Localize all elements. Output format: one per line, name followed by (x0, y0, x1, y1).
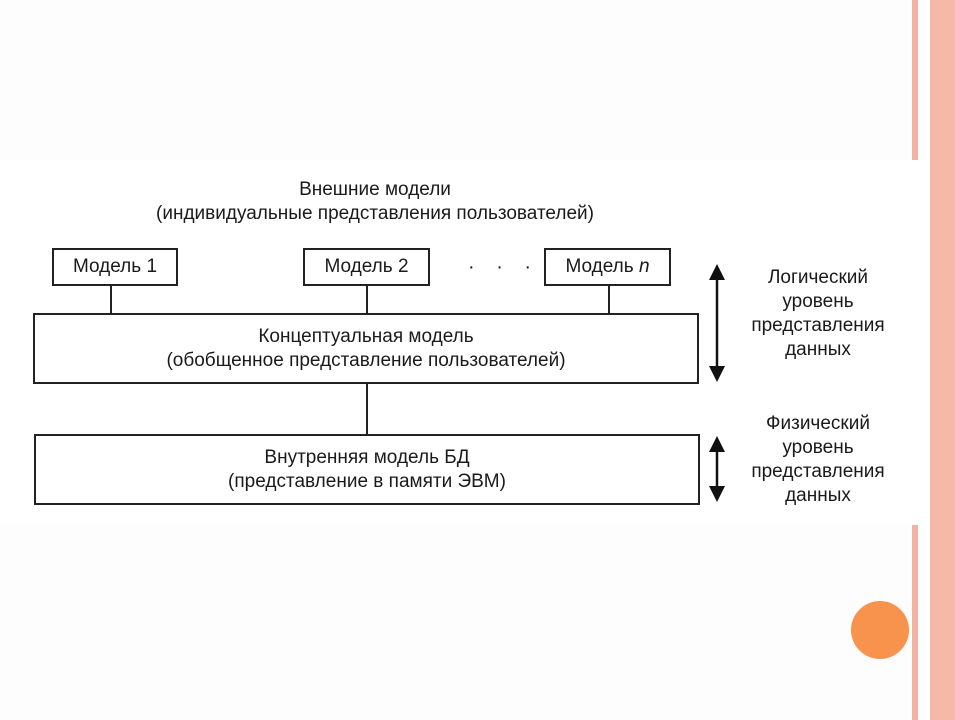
decor-stripe-wide (930, 0, 955, 720)
model-2-box: Модель 2 (303, 248, 430, 286)
connector-model-n (608, 286, 610, 314)
physical-level-label: Физический уровень представления данных (728, 412, 908, 508)
model-1-label: Модель 1 (72, 256, 158, 277)
physical-level-line4: данных (785, 485, 851, 506)
ellipsis: · · · (468, 256, 540, 278)
decor-circle (851, 601, 909, 659)
external-models-title-line1: Внешние модели (299, 179, 451, 200)
db-architecture-diagram: Внешние модели (индивидуальные представл… (0, 160, 918, 525)
physical-level-line3: представления (751, 461, 885, 482)
logical-level-label: Логический уровень представления данных (728, 266, 908, 362)
model-n-label: Модель (565, 256, 639, 277)
conceptual-model-line2: (обобщенное представление пользователей) (166, 349, 566, 371)
conceptual-model-line1: Концептуальная модель (258, 325, 474, 347)
model-n-box: Модель n (544, 248, 671, 286)
external-models-title-line2: (индивидуальные представления пользовате… (156, 203, 594, 224)
physical-level-line2: уровень (782, 437, 854, 458)
model-1-box: Модель 1 (52, 248, 178, 286)
model-n-suffix: n (638, 256, 650, 277)
logical-level-line4: данных (785, 339, 851, 360)
external-models-title: Внешние модели (индивидуальные представл… (60, 178, 690, 226)
connector-model-1 (110, 286, 112, 314)
conceptual-model-box: Концептуальная модель (обобщенное предст… (33, 313, 699, 384)
decor-stripe-gap (918, 0, 930, 720)
model-2-label: Модель 2 (324, 256, 409, 277)
logical-level-line2: уровень (782, 291, 854, 312)
connector-conceptual-internal (366, 384, 368, 436)
internal-model-line2: (представление в памяти ЭВМ) (228, 470, 506, 492)
internal-model-line1: Внутренняя модель БД (264, 446, 470, 468)
internal-model-box: Внутренняя модель БД (представление в па… (34, 434, 700, 505)
connector-model-2 (366, 286, 368, 314)
physical-level-arrow-icon (709, 436, 725, 502)
logical-level-arrow-icon (709, 264, 725, 382)
physical-level-line1: Физический (766, 413, 870, 434)
logical-level-line3: представления (751, 315, 885, 336)
logical-level-line1: Логический (767, 267, 869, 288)
